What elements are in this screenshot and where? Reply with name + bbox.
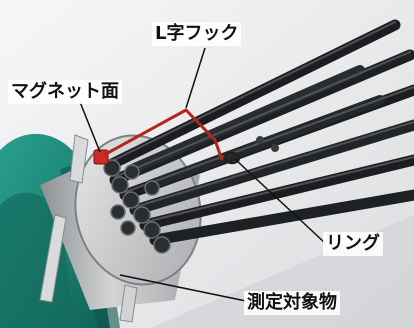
rod-connectors xyxy=(103,159,171,254)
rod-beads xyxy=(256,136,279,152)
label-target: 測定対象物 xyxy=(244,291,340,315)
label-ring: リング xyxy=(323,232,383,256)
l-hook xyxy=(103,108,224,161)
ring xyxy=(223,151,241,165)
label-l-hook: L字フック xyxy=(152,22,242,46)
label-magnet-face: マグネット面 xyxy=(8,80,122,104)
magnet-face xyxy=(93,149,109,165)
